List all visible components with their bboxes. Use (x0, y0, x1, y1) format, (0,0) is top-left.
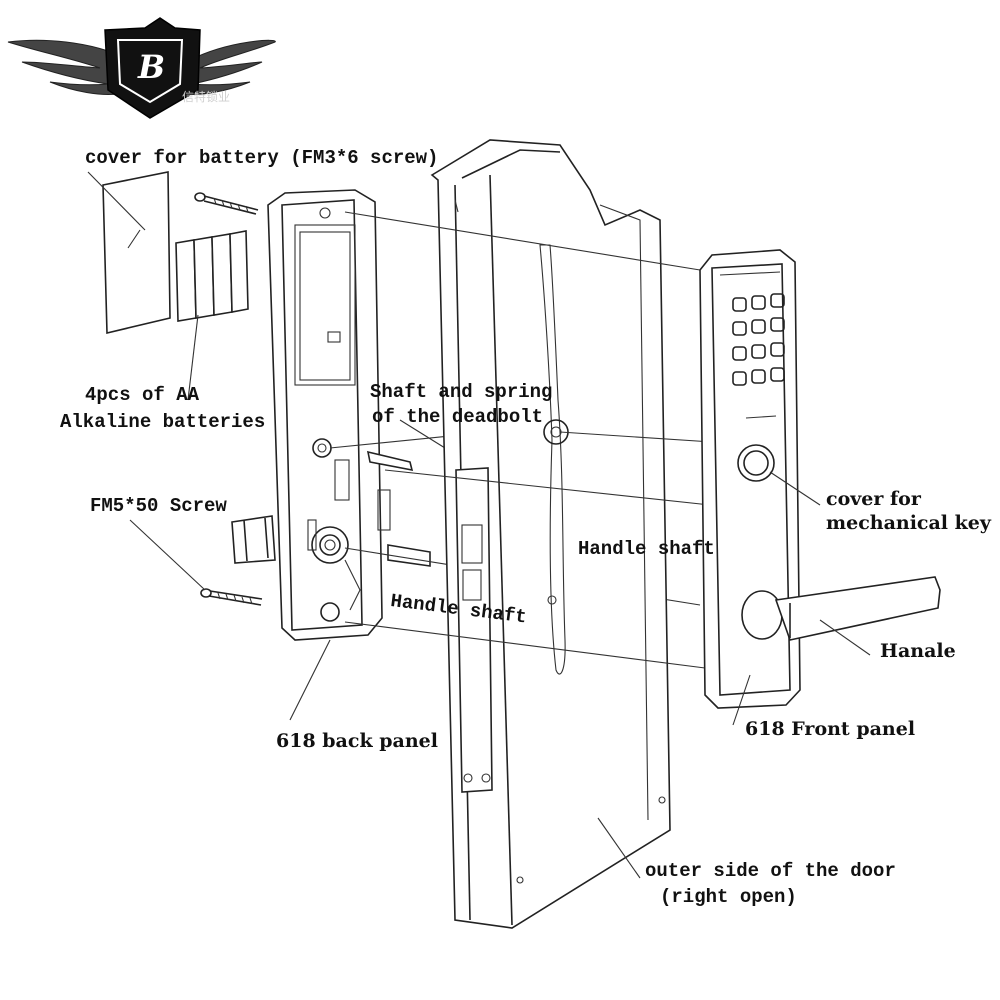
left-wing (7, 39, 131, 95)
lever-handle (741, 576, 941, 656)
label-door-line1: outer side of the door (645, 860, 896, 882)
label-deadbolt-line2: of the deadbolt (372, 406, 544, 428)
logo-letter: B (138, 48, 166, 86)
logo-caption: 信特锁业 (182, 90, 231, 104)
label-door-line2: (right open) (660, 886, 797, 908)
cover-screw (194, 192, 259, 215)
battery-cover (87, 171, 171, 335)
label-batteries-line2: Alkaline batteries (60, 411, 266, 433)
leader-lines (289, 639, 331, 721)
back-panel (231, 189, 391, 641)
label-front-panel: 618 Front panel (745, 718, 916, 740)
label-handle: Hanale (880, 640, 956, 662)
label-back-panel: 618 back panel (276, 730, 438, 752)
brand-logo (7, 17, 276, 119)
guide-lines (344, 211, 713, 669)
label-handle-shaft-right: Handle shaft (578, 538, 715, 560)
shield (104, 17, 201, 119)
label-mech-key-line1: cover for (826, 488, 921, 510)
door (430, 139, 671, 929)
label-deadbolt-line1: Shaft and spring (370, 381, 553, 403)
keypad (732, 293, 785, 419)
battery-pack (175, 230, 249, 401)
right-wing (181, 39, 276, 95)
label-fm5-screw: FM5*50 Screw (90, 495, 227, 517)
long-screw (129, 519, 263, 606)
front-panel (699, 249, 941, 726)
label-battery-cover: cover for battery (FM3*6 screw) (85, 147, 439, 169)
label-batteries-line1: 4pcs of AA (85, 384, 200, 406)
label-mech-key-line2: mechanical key (826, 512, 991, 534)
